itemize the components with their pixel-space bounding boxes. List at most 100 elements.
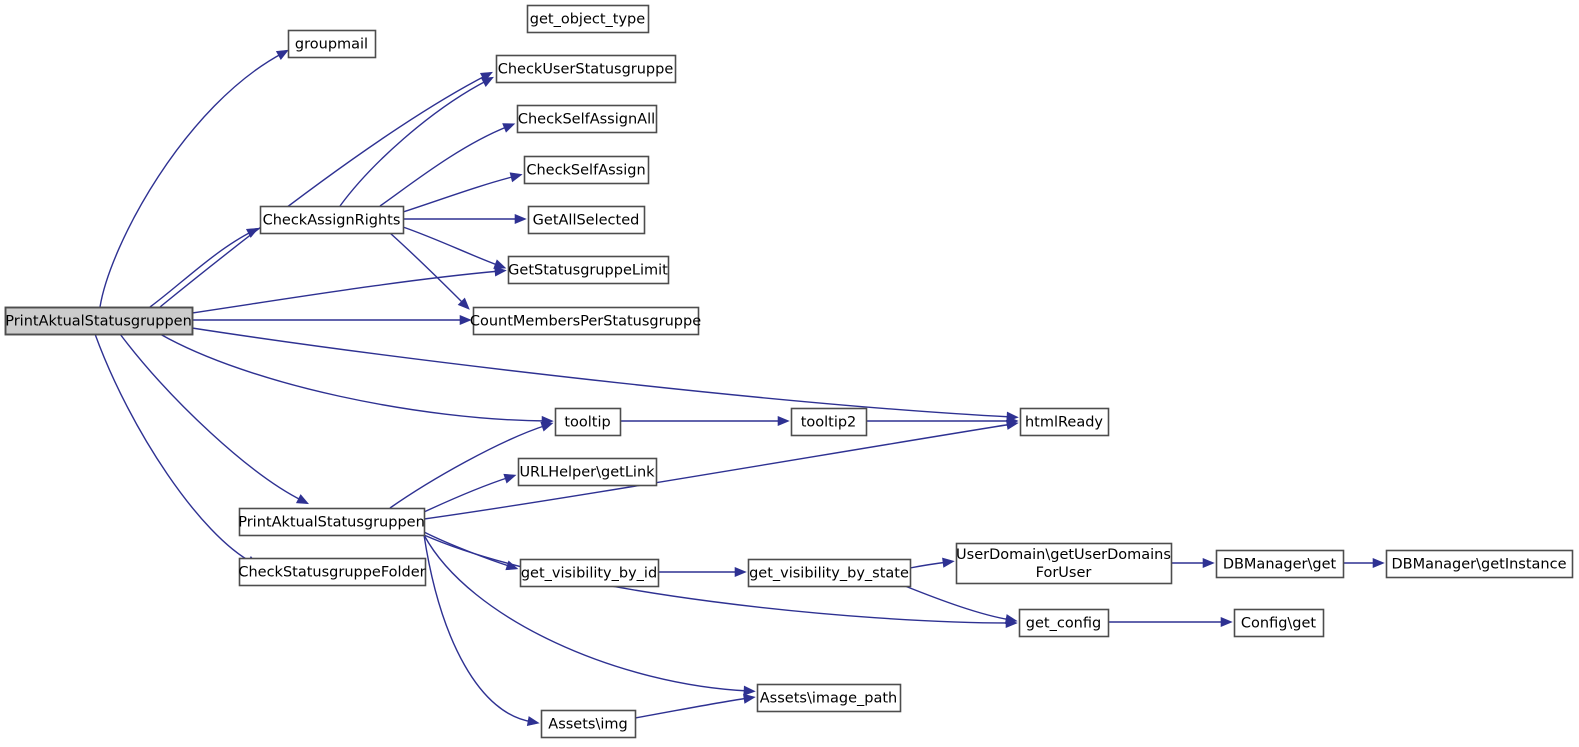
node-box[interactable] [554, 407, 622, 437]
call-edge [634, 697, 750, 719]
node-label: get_object_type [530, 12, 645, 28]
call-edge-arrowhead [459, 314, 472, 326]
node-box[interactable] [756, 683, 902, 713]
node-label: PrintAktualStatusgruppen [5, 314, 192, 330]
node-label: GetStatusgruppeLimit [508, 263, 668, 279]
call-edge [119, 333, 304, 502]
node-box[interactable] [747, 558, 912, 588]
node-label: DBManager\getInstance [1391, 557, 1566, 573]
call-edge-arrowhead [1004, 614, 1018, 625]
call-edge [423, 423, 1013, 520]
node-label: get_config [1026, 616, 1101, 632]
call-edge [402, 226, 501, 267]
node-label: CheckSelfAssignAll [518, 112, 655, 128]
call-edge-arrowhead [942, 557, 955, 568]
node-box[interactable] [4, 306, 194, 336]
node-label: Config\get [1241, 616, 1317, 632]
node-label: GetAllSelected [533, 213, 640, 229]
node-box[interactable] [472, 306, 700, 336]
node-box[interactable] [516, 104, 658, 134]
node-box[interactable] [523, 155, 650, 185]
graph-node-htmlready[interactable]: htmlReady [1019, 407, 1110, 437]
node-label: Assets\image_path [760, 691, 897, 707]
node-box[interactable] [1018, 608, 1110, 638]
node-box[interactable] [507, 255, 670, 285]
call-edge-arrowhead [479, 71, 494, 82]
call-edge-arrowhead [1372, 557, 1385, 569]
graph-node-assetsimgpath[interactable]: Assets\image_path [756, 683, 902, 713]
call-edge [909, 561, 949, 569]
graph-node-checkassign[interactable]: CheckAssignRights [259, 205, 405, 235]
node-label: get_visibility_by_state [749, 566, 909, 582]
call-edge-arrowhead [540, 421, 554, 432]
graph-node-groupmail[interactable]: groupmail [287, 29, 377, 59]
call-edge [402, 175, 517, 213]
graph-node-getvisid[interactable]: get_visibility_by_id [519, 558, 660, 588]
node-box[interactable] [1215, 549, 1345, 579]
call-edge [423, 534, 534, 723]
node-label: get_visibility_by_id [521, 566, 657, 582]
call-edge-arrowhead [457, 297, 470, 310]
node-box[interactable] [955, 542, 1173, 585]
call-edge [339, 79, 489, 207]
call-edge-arrowhead [295, 494, 310, 505]
graph-node-checkuserstatus[interactable]: CheckUserStatusgruppe [495, 54, 677, 84]
graph-node-tooltip2[interactable]: tooltip2 [790, 407, 868, 437]
graph-node-getconfig[interactable]: get_config [1018, 608, 1110, 638]
call-edge [423, 534, 750, 692]
graph-node-checkself[interactable]: CheckSelfAssign [523, 155, 650, 185]
graph-node-assetsimg[interactable]: Assets\img [540, 709, 637, 739]
graph-node-dbmanagerinst[interactable]: DBManager\getInstance [1385, 549, 1574, 579]
call-edge [379, 125, 510, 207]
node-label: CheckAssignRights [263, 213, 401, 229]
node-box[interactable] [495, 54, 677, 84]
call-edge-arrowhead [502, 123, 516, 133]
call-edge [191, 270, 501, 314]
node-box[interactable] [238, 507, 426, 537]
node-box[interactable] [1385, 549, 1574, 579]
call-edge [423, 534, 1012, 624]
call-edge [159, 74, 488, 308]
node-box[interactable] [540, 709, 637, 739]
call-edge-arrowhead [777, 415, 790, 427]
graph-node-get_object_type[interactable]: get_object_type [526, 4, 650, 34]
node-box[interactable] [519, 558, 660, 588]
graph-node-dbmanagerget[interactable]: DBManager\get [1215, 549, 1345, 579]
graph-node-countmembers[interactable]: CountMembersPerStatusgruppe [470, 306, 701, 336]
graph-node-configget[interactable]: Config\get [1233, 608, 1325, 638]
node-box[interactable] [790, 407, 868, 437]
graph-node-getlimit[interactable]: GetStatusgruppeLimit [507, 255, 670, 285]
node-label: CheckSelfAssign [526, 163, 645, 179]
node-box[interactable] [1233, 608, 1325, 638]
call-edge [149, 230, 254, 308]
node-box[interactable] [1019, 407, 1110, 437]
call-edge-arrowhead [509, 172, 523, 183]
node-box[interactable] [259, 205, 405, 235]
node-box[interactable] [526, 4, 650, 34]
node-box[interactable] [527, 205, 646, 235]
graph-node-checkselfall[interactable]: CheckSelfAssignAll [516, 104, 658, 134]
graph-node-print2[interactable]: PrintAktualStatusgruppen [238, 507, 426, 537]
call-edge-arrowhead [494, 266, 507, 277]
graph-node-tooltip[interactable]: tooltip [554, 407, 622, 437]
node-label: CheckStatusgruppeFolder [238, 565, 425, 581]
node-box[interactable] [287, 29, 377, 59]
call-edge-arrowhead [734, 566, 747, 578]
node-label: tooltip2 [801, 415, 857, 431]
call-edge-arrowhead [1202, 557, 1215, 569]
node-label: URLHelper\getLink [519, 465, 655, 481]
graph-node-urlhelper[interactable]: URLHelper\getLink [517, 457, 658, 487]
graph-node-checkfolder[interactable]: CheckStatusgruppeFolder [238, 557, 427, 587]
graph-node-root[interactable]: PrintAktualStatusgruppen [4, 306, 194, 336]
node-label: htmlReady [1025, 415, 1103, 431]
node-box[interactable] [238, 557, 427, 587]
node-box[interactable] [517, 457, 658, 487]
graph-node-getallselected[interactable]: GetAllSelected [527, 205, 646, 235]
call-edge [904, 585, 1012, 621]
call-edge-arrowhead [1220, 616, 1233, 628]
graph-node-getvisstate[interactable]: get_visibility_by_state [747, 558, 912, 588]
